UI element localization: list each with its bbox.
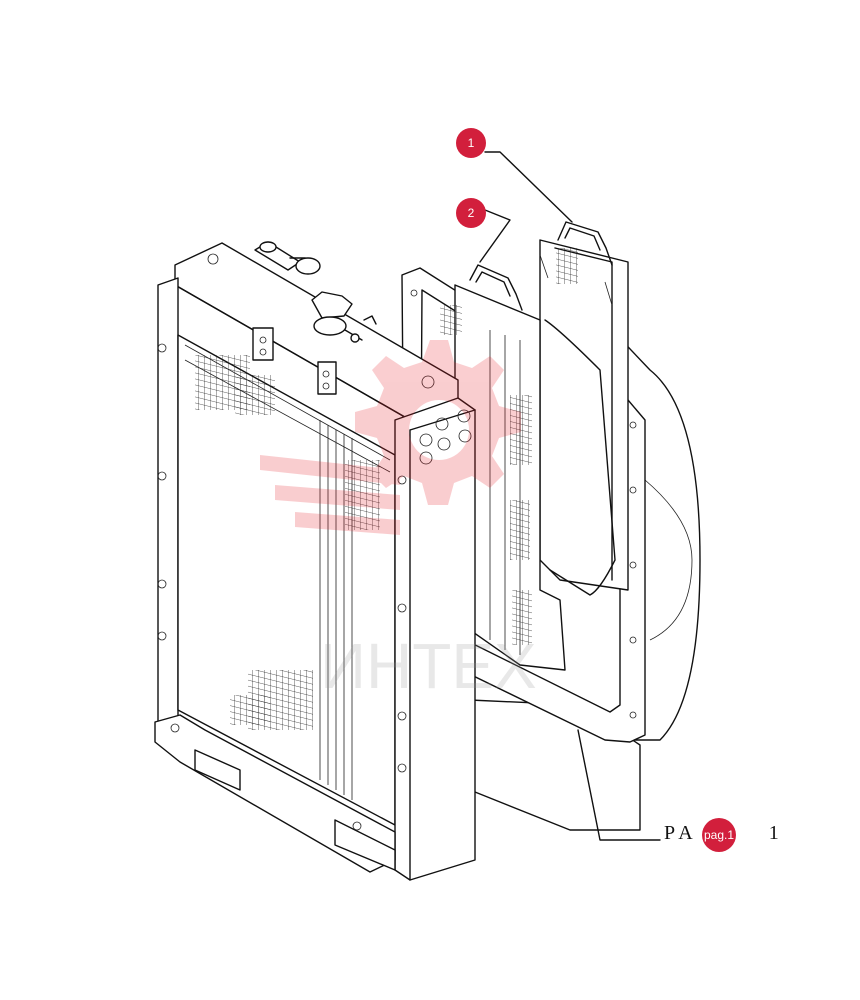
gear-icon	[355, 340, 521, 505]
page-link-badge[interactable]: pag.1	[702, 818, 736, 852]
leader-lines	[479, 151, 661, 841]
page-reference: P A 1	[664, 822, 779, 845]
callout-1[interactable]: 1	[456, 128, 486, 158]
radiator-core	[154, 241, 476, 881]
reference-prefix: P A	[664, 822, 693, 844]
screen-panel-2	[440, 264, 616, 671]
callout-2[interactable]: 2	[456, 198, 486, 228]
reference-suffix: 1	[768, 822, 779, 844]
watermark-text: ИНТЕХ	[320, 630, 537, 702]
intex-watermark: ИНТЕХ	[260, 340, 537, 702]
screen-panel-1	[539, 221, 629, 591]
